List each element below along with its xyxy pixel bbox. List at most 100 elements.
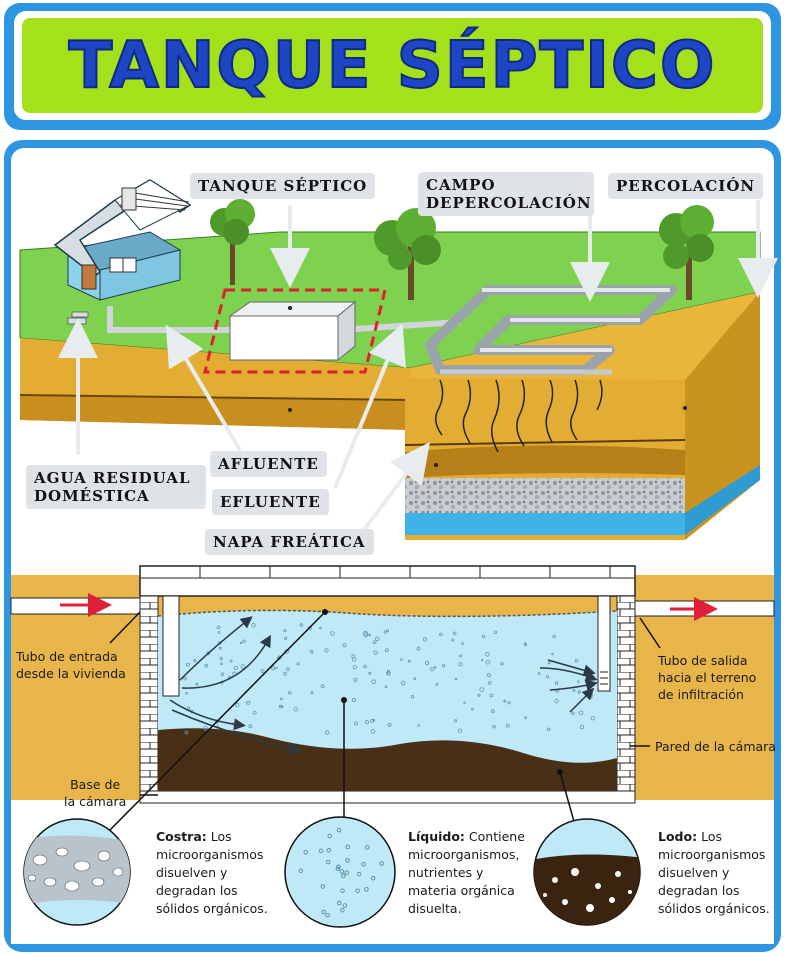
particle (204, 663, 209, 668)
label-efluente: EFLUENTE (212, 489, 329, 515)
particle (319, 626, 322, 630)
particle (572, 689, 576, 692)
particle (493, 630, 498, 634)
liquid-particle (339, 869, 345, 874)
particle (363, 630, 368, 636)
tank-highlight (203, 288, 387, 374)
particle (413, 677, 417, 680)
particle (288, 691, 292, 695)
liquid-particle (320, 884, 326, 889)
right-wall (616, 595, 636, 792)
particle (275, 666, 278, 670)
desc-lodo-title: Lodo: (658, 829, 698, 844)
desc-lodo: Lodo: Los microorganismos disuelven y de… (658, 829, 770, 916)
particle (407, 659, 411, 663)
particle (441, 664, 446, 668)
water-table (405, 513, 685, 535)
particle (410, 695, 415, 699)
particle (240, 664, 246, 669)
particle (489, 693, 494, 698)
particle (454, 719, 458, 723)
particle (242, 639, 246, 643)
particle (500, 662, 504, 666)
liquid-particle (379, 861, 384, 866)
gravel-layer (405, 478, 685, 513)
particle (373, 650, 378, 655)
desc-liquido: Líquido: Contiene microorganismos, nutri… (408, 829, 525, 916)
particle (370, 729, 376, 734)
particle (503, 699, 507, 703)
particle (524, 716, 527, 720)
particle (546, 675, 550, 679)
particle (461, 642, 464, 645)
particle (551, 652, 554, 656)
desc-costra: Costra: Los microorganismos disuelven y … (156, 829, 268, 916)
title-banner (22, 18, 763, 113)
particle (371, 679, 376, 685)
label-campo-line2: DEPERCOLACIÓN (426, 194, 592, 212)
liquid-particle (298, 868, 304, 874)
roots (435, 379, 603, 453)
particle (454, 677, 458, 681)
particle (546, 727, 551, 731)
particle (216, 625, 221, 630)
particle (579, 724, 585, 730)
particle (383, 630, 387, 634)
particle (206, 651, 211, 655)
label-agua-line2: DOMÉSTICA (34, 487, 150, 505)
particle (372, 718, 376, 722)
particle (185, 691, 188, 695)
tree-3 (659, 205, 714, 300)
note-pared: Pared de la cámara (655, 739, 776, 754)
particle (463, 701, 466, 705)
particle (577, 680, 580, 683)
particle (578, 710, 584, 716)
particle (351, 657, 357, 662)
particle (285, 667, 290, 671)
particle (400, 680, 406, 686)
liquid-particle (326, 848, 332, 853)
particle (324, 648, 329, 653)
particle (183, 676, 187, 681)
liquid-particle (341, 873, 346, 879)
liquid-particle (325, 859, 331, 865)
particle (239, 641, 243, 645)
particle (284, 649, 290, 654)
detail-lodo (533, 818, 641, 926)
liquid-particle (344, 870, 350, 875)
particle (220, 672, 225, 676)
tank-base (139, 790, 636, 804)
particle (487, 681, 492, 685)
particle (490, 709, 495, 713)
particle (195, 682, 199, 686)
liquid-particle (325, 912, 330, 918)
particle (271, 666, 276, 671)
liquid-particle (318, 848, 324, 854)
particle (384, 685, 388, 688)
liquid-particle (345, 858, 350, 863)
particle (293, 707, 298, 712)
particle (248, 724, 253, 729)
particle (479, 687, 485, 693)
particle (372, 640, 377, 644)
particle (220, 662, 223, 666)
particle (283, 636, 288, 641)
note-tubo-entrada: Tubo de entrada desde la vivienda (16, 649, 126, 681)
particle (481, 659, 484, 662)
particle (217, 631, 221, 634)
tank-lid (139, 565, 636, 597)
particle (571, 711, 575, 715)
detail-liquido (284, 816, 396, 928)
particle (233, 665, 238, 671)
label-campo-line1: CAMPO (426, 176, 496, 194)
particle (484, 651, 490, 657)
particle (280, 705, 284, 709)
particle (385, 629, 389, 633)
particle (260, 669, 265, 673)
particle (481, 634, 486, 639)
particle (246, 700, 251, 705)
particle (351, 697, 356, 702)
particle (477, 693, 481, 697)
liquid-particle (327, 833, 332, 839)
particle (342, 643, 347, 648)
